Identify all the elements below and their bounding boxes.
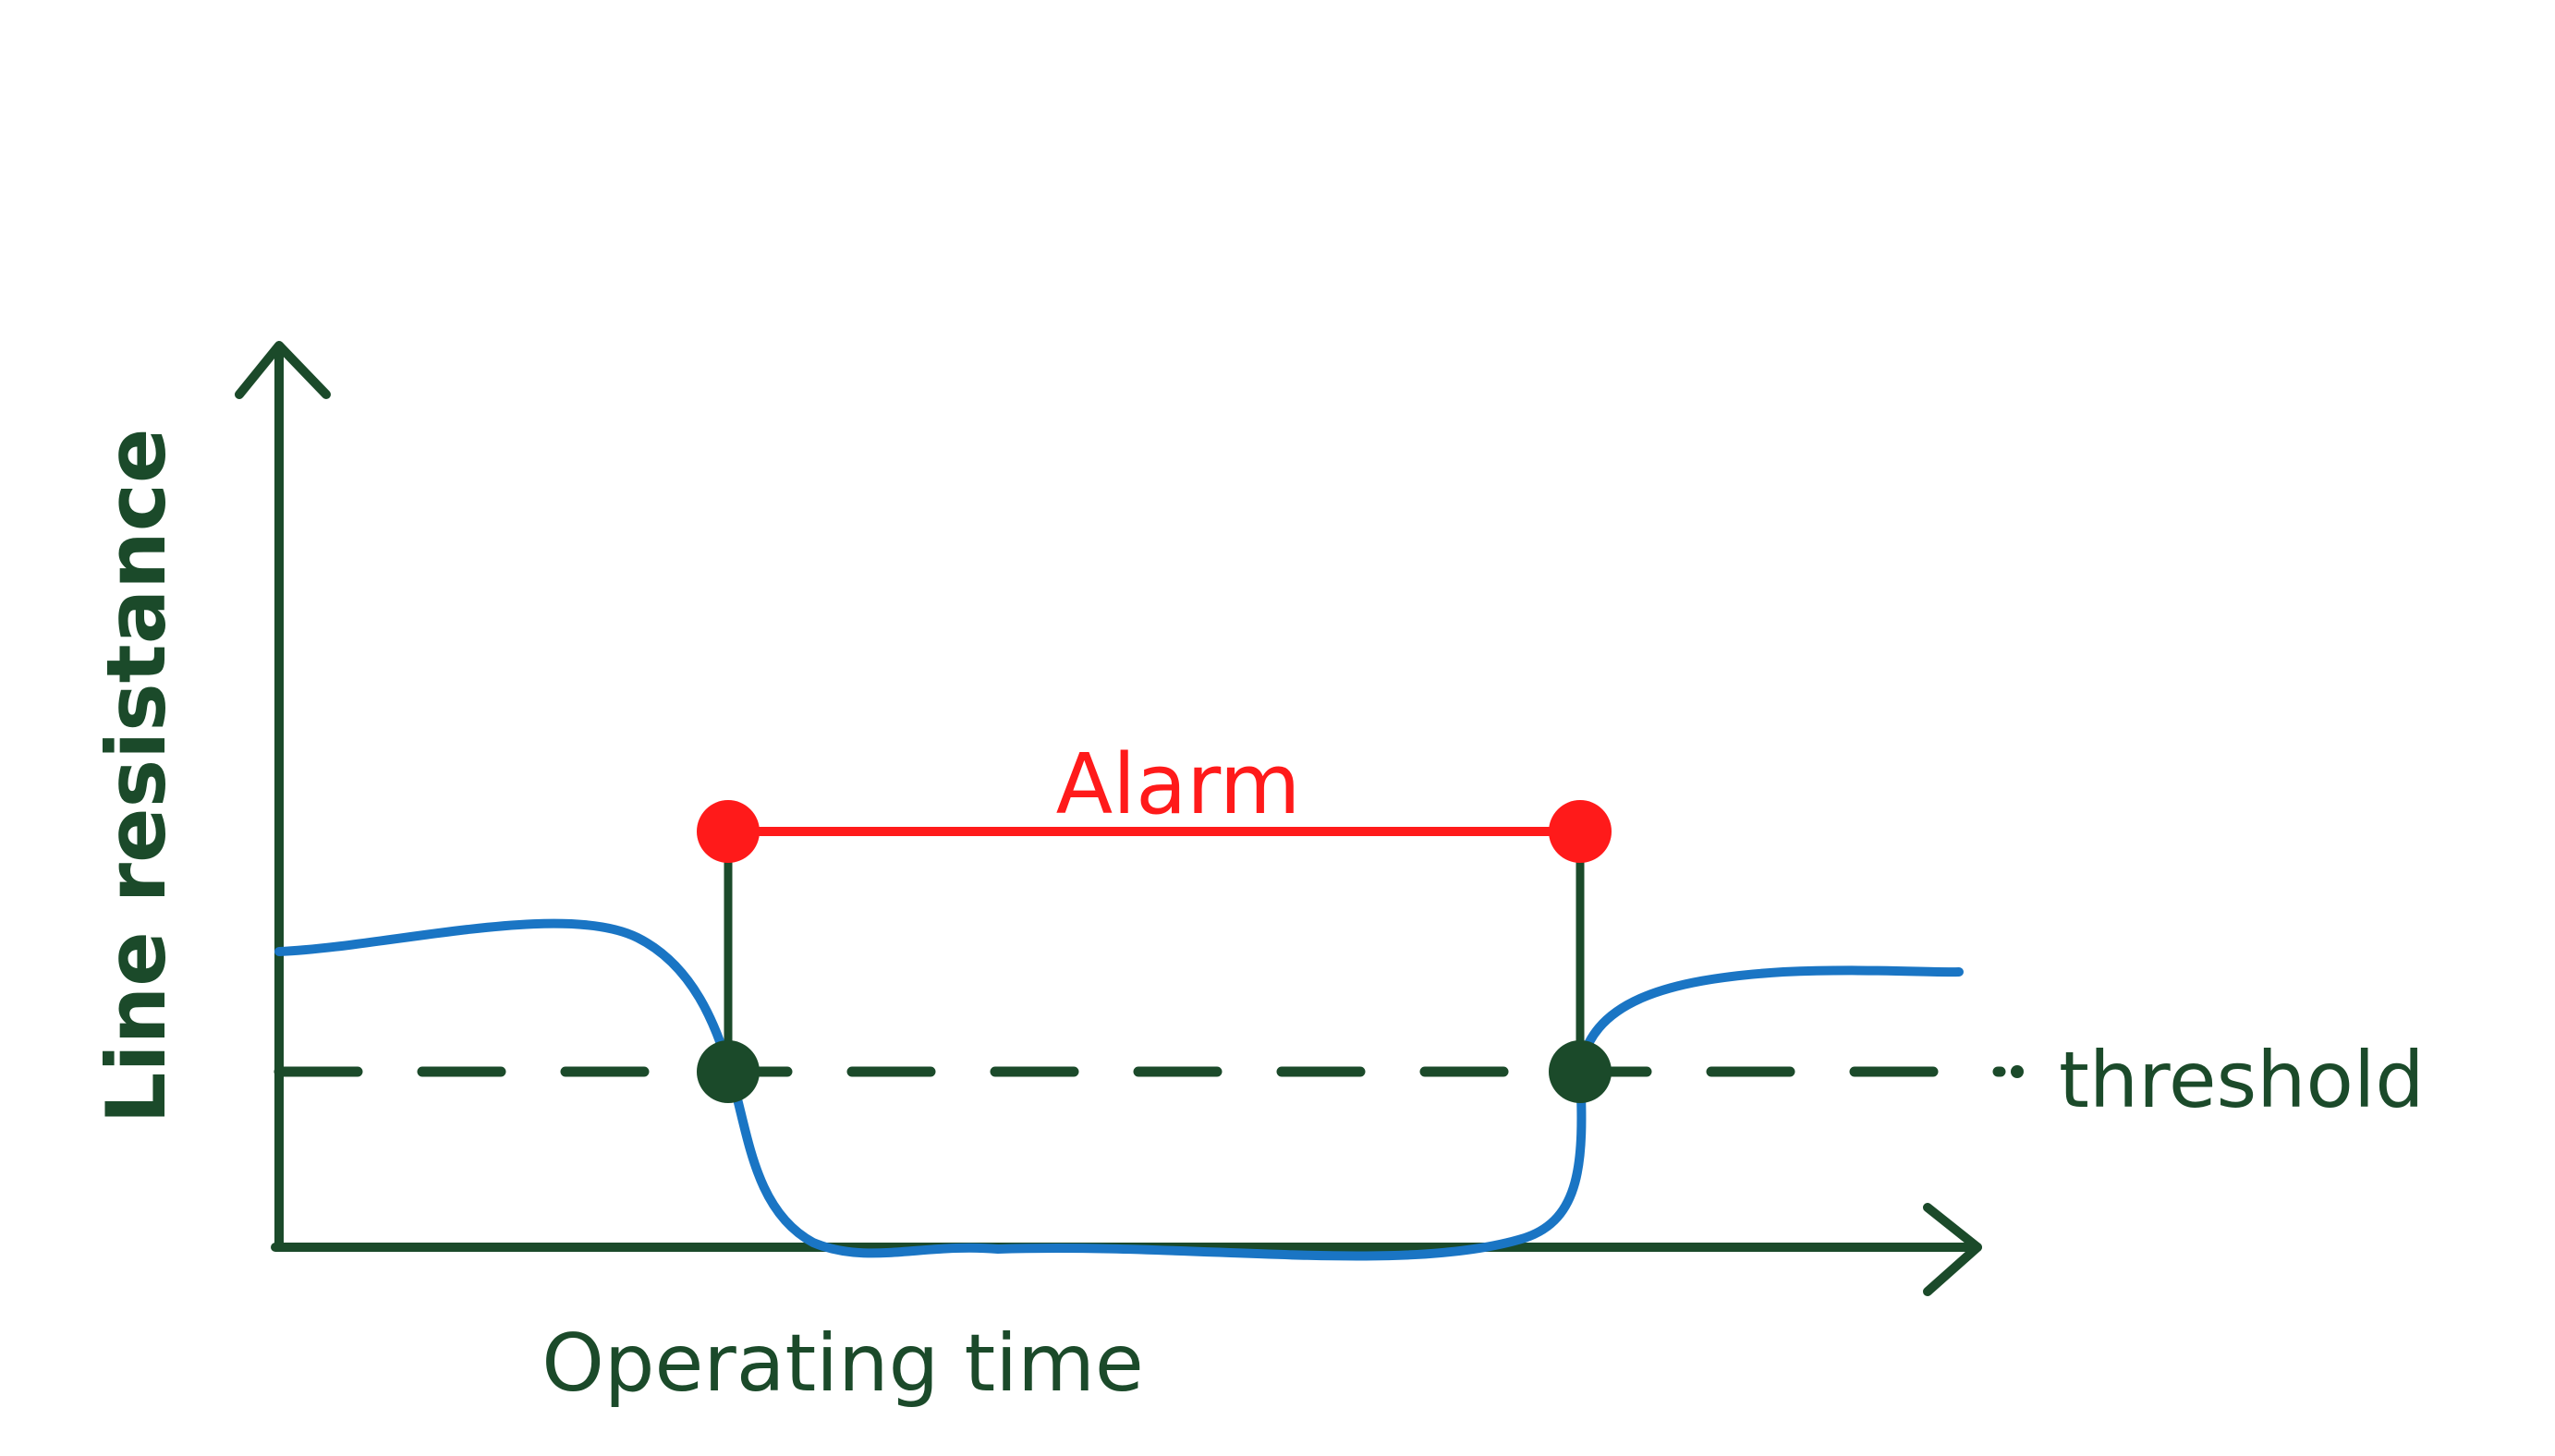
x-axis-arrowhead (1923, 1203, 1982, 1296)
resistance-curve (274, 918, 1964, 1261)
y-axis-arrowhead (235, 341, 331, 399)
alarm-connectors (724, 831, 1585, 1072)
alarm-label: Alarm (1056, 736, 1301, 833)
threshold-label: threshold (2059, 1035, 2425, 1125)
x-axis-label: Operating time (541, 1317, 1144, 1410)
crossing-point-start (697, 1040, 760, 1103)
threshold-line-end-dot (2011, 1065, 2024, 1078)
y-axis-label: Line resistance (89, 428, 184, 1123)
y-axis (235, 341, 331, 1252)
crossing-point-end (1549, 1040, 1612, 1103)
alarm-start-marker (697, 800, 760, 863)
alarm-end-marker (1549, 800, 1612, 863)
